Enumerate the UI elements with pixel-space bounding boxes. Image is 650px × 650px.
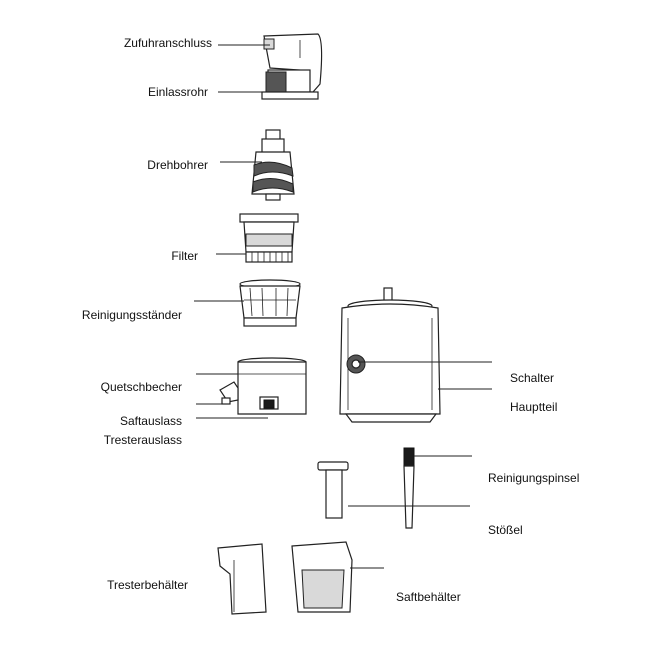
label-pusher: Stößel [488,523,523,537]
cleaning-brush-illustration [403,447,415,529]
label-juice-container: Saftbehälter [396,590,461,604]
label-inlet-tube: Einlassrohr [147,85,208,99]
label-filter: Filter [171,249,198,263]
label-pulp-outlet: Tresterauslass [103,433,182,447]
label-cleaning-stand: Reinigungsständer [81,308,182,322]
auger-illustration [251,129,295,201]
leader-lines [194,44,492,569]
label-juice-outlet: Saftauslass [119,414,182,428]
main-body-illustration [339,287,441,423]
pusher-illustration [317,461,349,519]
cleaning-stand-illustration [239,279,301,327]
feed-chute-illustration [261,33,323,100]
label-squeeze-cup: Quetschbecher [100,380,182,394]
label-auger: Drehbohrer [147,158,208,172]
label-pulp-container: Tresterbehälter [107,578,188,592]
squeeze-cup-illustration [219,357,307,415]
juice-container-illustration [291,541,353,613]
label-inlet-connector: Zufuhranschluss [123,36,212,50]
label-switch: Schalter [510,371,555,385]
pulp-container-illustration [217,543,267,615]
label-main-body: Hauptteil [510,400,558,414]
filter-illustration [239,213,299,263]
label-cleaning-brush: Reinigungspinsel [488,471,580,485]
